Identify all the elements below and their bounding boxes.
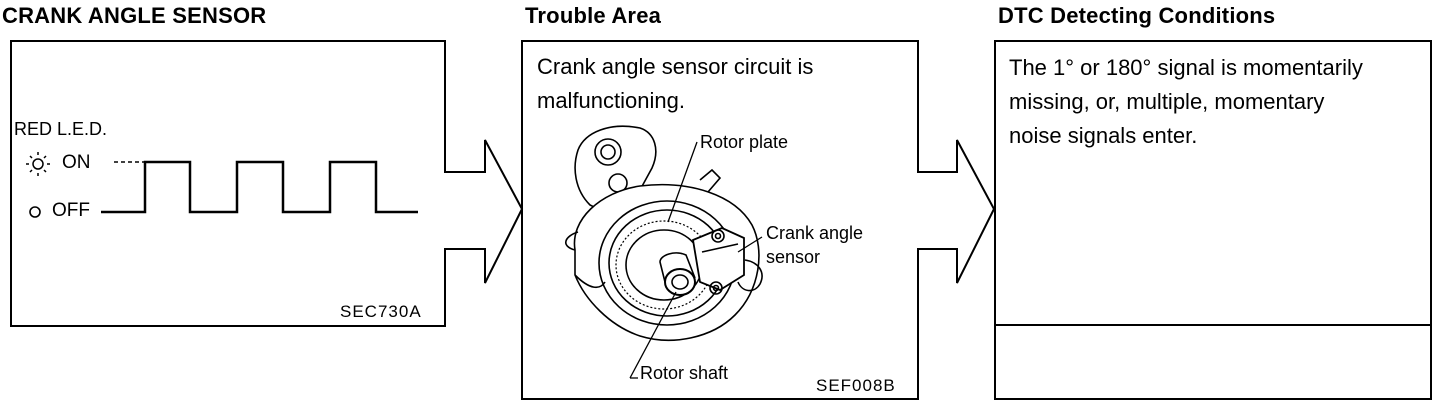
leader-lines: [629, 141, 763, 379]
crank-angle-sensor-label-line1: Crank angle: [766, 223, 864, 243]
led-on-icon: [26, 152, 50, 176]
dtc-panel-divider: [995, 324, 1431, 326]
trouble-figure-code: SEF008B: [816, 376, 896, 395]
trouble-area-heading: Trouble Area: [525, 3, 662, 28]
rotor-plate-label: Rotor plate: [700, 132, 789, 152]
arrow-trouble-to-dtc: [918, 139, 996, 284]
led-off-label: OFF: [52, 200, 90, 221]
dtc-heading: DTC Detecting Conditions: [998, 3, 1276, 28]
dtc-text-line1: The 1° or 180° signal is momentarily: [1009, 55, 1363, 80]
led-label: RED L.E.D.: [14, 119, 108, 139]
trouble-text-line2: malfunctioning.: [537, 88, 685, 113]
distributor-illustration: [565, 125, 763, 342]
crank-angle-sensor-label-line2: sensor: [766, 247, 821, 267]
dtc-text-line2: missing, or, multiple, momentary: [1009, 89, 1325, 114]
sensor-heading: CRANK ANGLE SENSOR: [2, 3, 267, 28]
led-on-label: ON: [62, 152, 91, 173]
rotor-shaft-label: Rotor shaft: [640, 363, 729, 383]
sensor-figure-code: SEC730A: [340, 302, 422, 321]
pulse-waveform: [101, 160, 418, 214]
dtc-panel: [994, 40, 1432, 400]
trouble-text-line1: Crank angle sensor circuit is: [537, 54, 814, 79]
arrow-sensor-to-trouble: [445, 139, 524, 284]
led-off-icon: [29, 206, 41, 218]
dtc-text-line3: noise signals enter.: [1009, 123, 1198, 148]
